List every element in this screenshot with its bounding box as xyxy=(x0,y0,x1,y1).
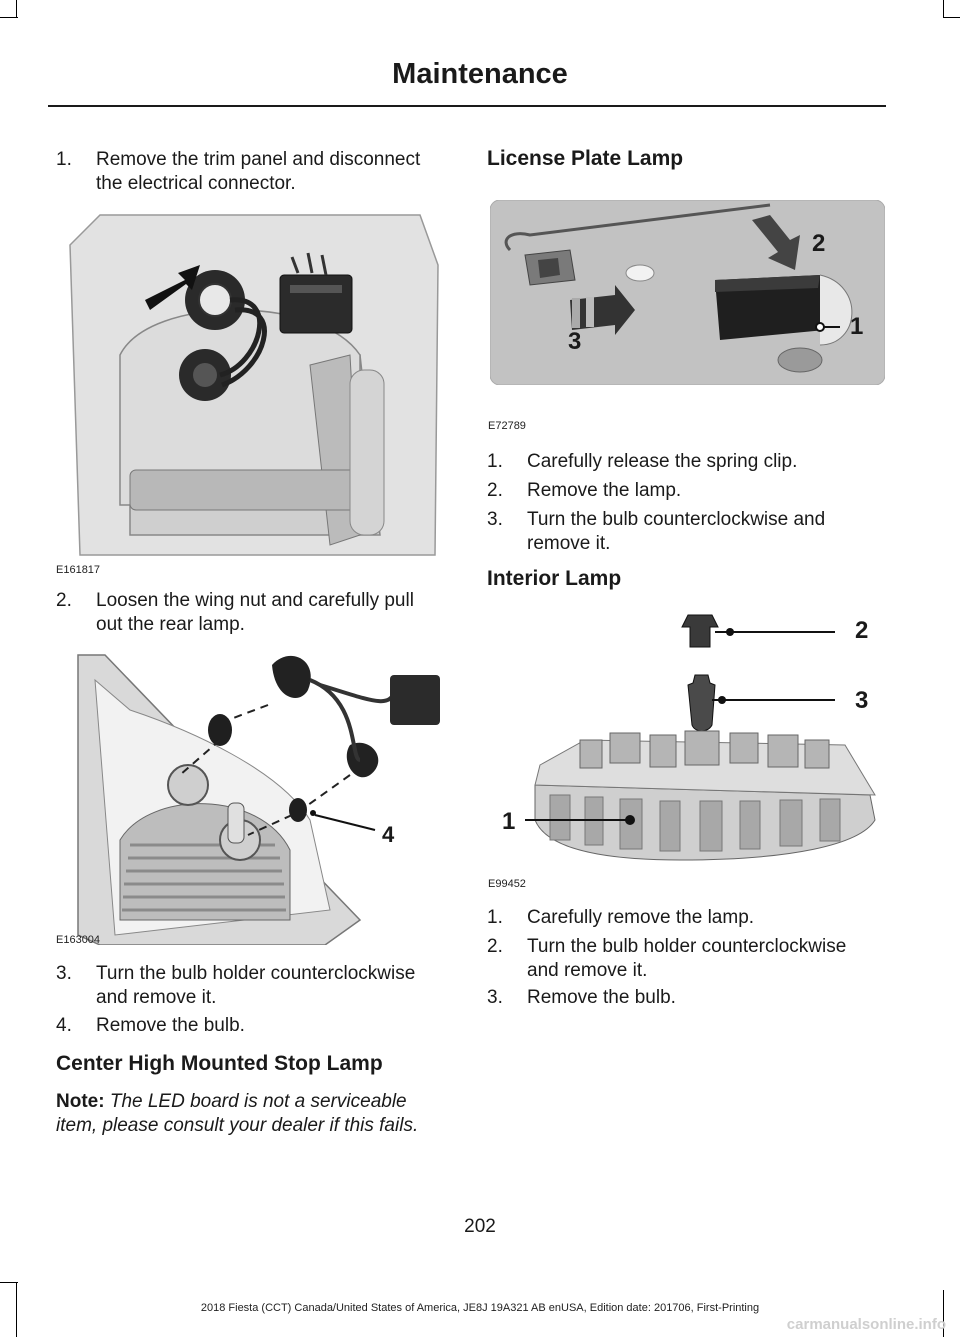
trim-panel-illustration xyxy=(60,205,445,565)
interior-step-1: 1. Carefully remove the lamp. xyxy=(487,906,887,930)
callout-4: 4 xyxy=(382,822,395,847)
crop-mark xyxy=(16,0,17,18)
step-text: Turn the bulb holder counterclockwise an… xyxy=(527,936,847,981)
figure-interior-lamp: 2 3 1 E99452 xyxy=(488,605,885,895)
crop-mark xyxy=(0,1282,18,1283)
callout-3: 3 xyxy=(568,328,582,355)
step-number: 1. xyxy=(487,907,503,928)
step-2: 2. Loosen the wing nut and carefully pul… xyxy=(56,589,456,637)
callout-1: 1 xyxy=(502,808,516,835)
license-step-2: 2. Remove the lamp. xyxy=(487,479,887,503)
license-lamp-illustration xyxy=(490,200,885,385)
license-step-1: 1. Carefully release the spring clip. xyxy=(487,450,887,474)
step-number: 3. xyxy=(487,509,503,530)
step-4: 4. Remove the bulb. xyxy=(56,1014,456,1038)
figure-rear-lamp: E163004 4 xyxy=(56,650,445,946)
interior-lamp-illustration xyxy=(490,605,885,875)
step-text: Remove the bulb. xyxy=(96,1015,245,1036)
edition-footer: 2018 Fiesta (CCT) Canada/United States o… xyxy=(200,1302,760,1314)
rear-lamp-illustration xyxy=(60,650,445,945)
header-divider xyxy=(48,105,886,107)
step-text: Turn the bulb holder counterclockwise an… xyxy=(96,963,416,1008)
step-3: 3. Turn the bulb holder counterclockwise… xyxy=(56,962,456,1010)
step-1: 1. Remove the trim panel and disconnect … xyxy=(56,148,456,196)
step-number: 3. xyxy=(56,963,72,984)
crop-mark xyxy=(0,17,18,18)
note-label: Note: xyxy=(56,1091,105,1112)
figure-license-plate-lamp: 2 1 3 E72789 xyxy=(488,200,885,432)
step-text: Carefully release the spring clip. xyxy=(527,451,798,472)
note-text-line2: item, please consult your dealer if this… xyxy=(56,1115,419,1136)
crop-mark xyxy=(943,0,944,18)
crop-mark xyxy=(943,17,960,18)
callout-1: 1 xyxy=(850,313,864,340)
callout-2: 2 xyxy=(855,617,869,644)
watermark: carmanualsonline.info xyxy=(786,1316,946,1333)
page-number: 202 xyxy=(464,1216,496,1237)
license-step-3: 3. Turn the bulb counterclockwise and re… xyxy=(487,508,887,556)
page-title: Maintenance xyxy=(392,58,568,90)
note: Note: The LED board is not a serviceable… xyxy=(56,1090,456,1138)
section-heading-interior: Interior Lamp xyxy=(487,567,622,590)
crop-mark xyxy=(16,1282,17,1337)
step-text: Remove the lamp. xyxy=(527,480,682,501)
figure-code: E161817 xyxy=(56,564,101,576)
step-number: 2. xyxy=(487,480,503,501)
step-number: 1. xyxy=(487,451,503,472)
step-number: 2. xyxy=(487,936,503,957)
step-text: Carefully remove the lamp. xyxy=(527,907,755,928)
note-text-line1: The LED board is not a serviceable xyxy=(109,1091,407,1112)
interior-step-2: 2. Turn the bulb holder counterclockwise… xyxy=(487,935,887,983)
section-heading-license: License Plate Lamp xyxy=(487,147,684,170)
figure-trim-panel-connector: E161817 xyxy=(56,205,445,576)
crop-mark xyxy=(943,1290,944,1337)
step-text: Remove the trim panel and disconnect the… xyxy=(96,149,421,194)
step-number: 2. xyxy=(56,590,72,611)
figure-code: E163004 xyxy=(56,934,101,946)
figure-code: E72789 xyxy=(488,420,526,432)
callout-2: 2 xyxy=(812,230,826,257)
section-heading-chmsl: Center High Mounted Stop Lamp xyxy=(56,1052,383,1075)
step-number: 4. xyxy=(56,1015,72,1036)
figure-code: E99452 xyxy=(488,878,526,890)
step-number: 3. xyxy=(487,987,503,1008)
step-text: Turn the bulb counterclockwise and remov… xyxy=(527,509,826,554)
step-number: 1. xyxy=(56,149,72,170)
callout-3: 3 xyxy=(855,687,869,714)
step-text: Loosen the wing nut and carefully pull o… xyxy=(96,590,414,635)
step-text: Remove the bulb. xyxy=(527,987,676,1008)
interior-step-3: 3. Remove the bulb. xyxy=(487,986,887,1010)
